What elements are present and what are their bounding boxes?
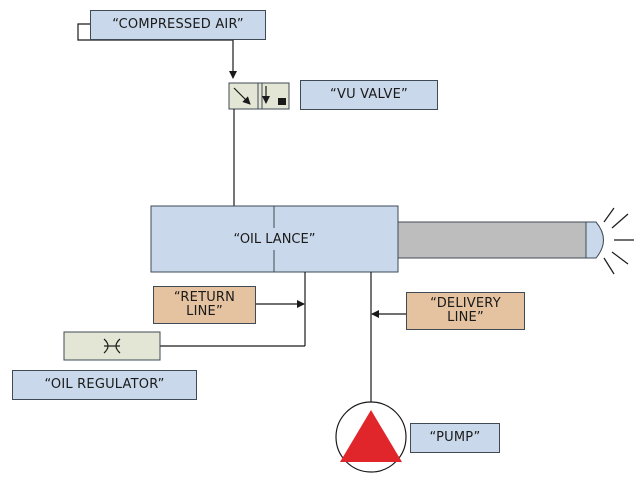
vu-valve-symbol bbox=[228, 82, 290, 110]
compressed-air-text: “COMPRESSED AIR” bbox=[112, 17, 244, 32]
nozzle-spray-icon bbox=[585, 207, 634, 275]
pump-text: “PUMP” bbox=[429, 430, 481, 445]
delivery-line-label: “DELIVERY LINE” bbox=[406, 292, 525, 330]
vu-valve-label: “VU VALVE” bbox=[300, 80, 438, 110]
pump-symbol-icon bbox=[335, 401, 407, 473]
oil-lance-label: “OIL LANCE” bbox=[151, 232, 398, 247]
pump-label: “PUMP” bbox=[410, 423, 500, 453]
oil-regulator-text: “OIL REGULATOR” bbox=[44, 377, 165, 392]
oil-regulator-label: “OIL REGULATOR” bbox=[12, 370, 197, 400]
return-line-text-line1: “RETURN bbox=[173, 290, 236, 305]
return-line-text-line2: LINE” bbox=[186, 304, 223, 319]
oil-lance-text: “OIL LANCE” bbox=[233, 232, 316, 247]
compressed-air-label: “COMPRESSED AIR” bbox=[90, 10, 266, 40]
compressed-air-line bbox=[77, 23, 237, 79]
throttle-symbol-icon bbox=[63, 331, 161, 361]
delivery-line-text-line2: LINE” bbox=[447, 310, 484, 325]
delivery-line-text-line1: “DELIVERY bbox=[430, 296, 501, 311]
return-line-label: “RETURN LINE” bbox=[153, 286, 256, 324]
lance-barrel bbox=[397, 221, 587, 259]
oil-lance-body bbox=[150, 205, 399, 273]
vu-valve-text: “VU VALVE” bbox=[330, 87, 408, 102]
